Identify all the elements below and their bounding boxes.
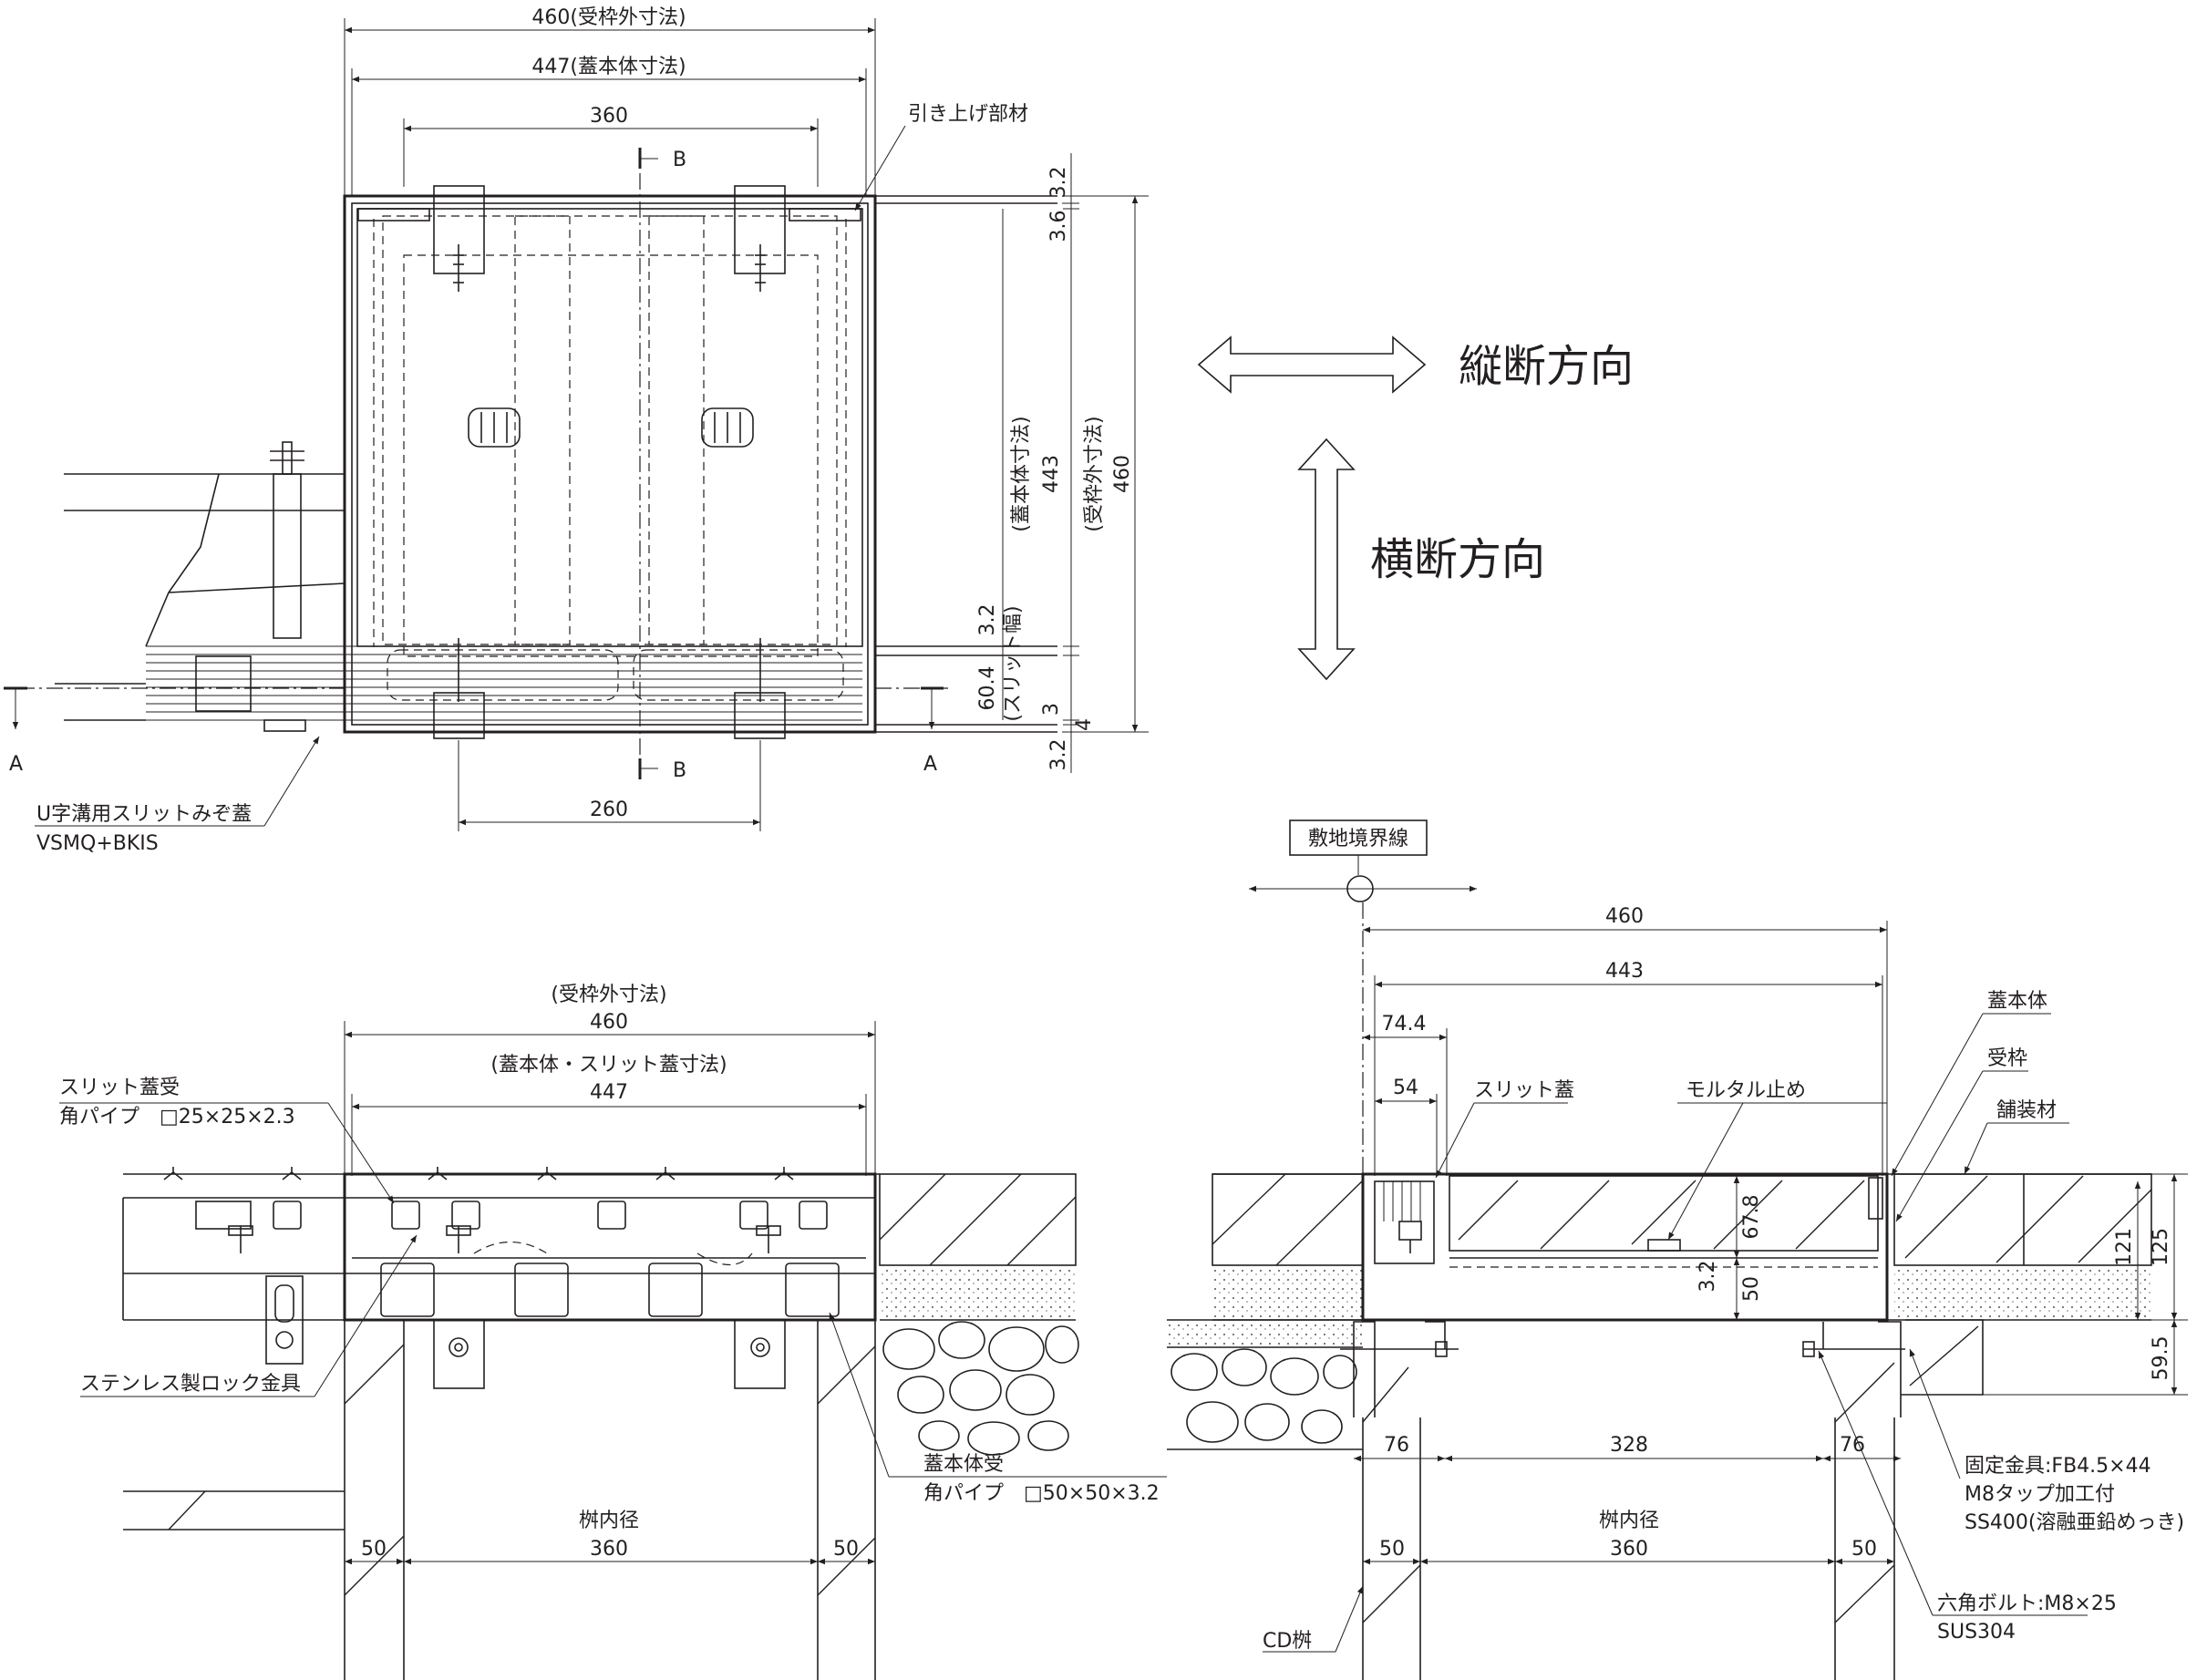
plan-dim-443-note: (蓋本体寸法) xyxy=(1010,416,1033,531)
cd-pit-label: CD桝 xyxy=(1263,1630,1312,1653)
right-dim-59-5: 59.5 xyxy=(2150,1336,2172,1381)
bolt-label-1: 六角ボルト:M8×25 xyxy=(1937,1592,2117,1615)
right-dim-125: 125 xyxy=(2150,1228,2172,1266)
body-support-label-2: 角パイプ □50×50×3.2 xyxy=(923,1482,1160,1505)
left-dim-460: 460 xyxy=(590,1011,628,1034)
right-dim-74-4: 74.4 xyxy=(1382,1013,1427,1036)
left-dim-447: 447 xyxy=(590,1081,628,1104)
handle-left xyxy=(468,407,521,448)
frame-outer-plan xyxy=(343,194,877,734)
plan-dim-60-4: 60.4 xyxy=(976,666,999,711)
cover-label-1: U字溝用スリットみぞ蓋 xyxy=(36,803,252,826)
gravel-stones-left xyxy=(882,1321,1079,1456)
plan-dim-3-2-mid: 3.2 xyxy=(976,604,999,636)
right-dim-3-2: 3.2 xyxy=(1697,1261,1719,1293)
boundary-label: 敷地境界線 xyxy=(1308,828,1408,850)
slit-cover-band xyxy=(146,638,862,739)
plan-dim-3-2-bottom: 3.2 xyxy=(1047,739,1070,771)
plan-dim-3: 3 xyxy=(1040,703,1063,716)
left-pit-label: 桝内径 xyxy=(579,1510,639,1532)
plan-dim-360: 360 xyxy=(590,105,628,128)
plan-dim-260: 260 xyxy=(590,799,628,821)
gravel-stones-right xyxy=(1171,1348,1357,1444)
section-a-left: A xyxy=(9,753,23,776)
left-dim-460-note: (受枠外寸法) xyxy=(551,984,666,1006)
longitudinal-label: 縦断方向 xyxy=(1459,341,1634,392)
mortar-label: モルタル止め xyxy=(1686,1079,1806,1102)
right-dim-67-8: 67.8 xyxy=(1740,1195,1763,1240)
left-dim-447-note: (蓋本体・スリット蓋寸法) xyxy=(490,1054,727,1077)
slit-support-label-1: スリット蓋受 xyxy=(59,1077,180,1099)
plan-dim-447: 447(蓋本体寸法) xyxy=(531,56,686,78)
section-b-top: B xyxy=(673,149,686,171)
right-dim-50-l: 50 xyxy=(1379,1538,1405,1561)
frame-label: 受枠 xyxy=(1987,1047,2027,1070)
paving-label: 舗装材 xyxy=(1996,1099,2057,1122)
right-dim-50-v: 50 xyxy=(1740,1276,1763,1302)
plan-dim-4: 4 xyxy=(1073,718,1096,731)
fixing-label-2: M8タップ加工付 xyxy=(1965,1483,2115,1506)
left-dim-360: 360 xyxy=(590,1538,628,1561)
right-dim-121: 121 xyxy=(2113,1228,2136,1266)
cover-body-label: 蓋本体 xyxy=(1987,990,2047,1013)
plan-dim-slit-note: (スリット幅) xyxy=(1002,605,1025,721)
right-dim-76-l: 76 xyxy=(1384,1434,1409,1457)
handle-right xyxy=(701,407,754,448)
plan-view: 460(受枠外寸法) 447(蓋本体寸法) 360 引き上げ部材 B B xyxy=(4,6,1149,855)
lock-label: ステンレス製ロック金具 xyxy=(80,1373,301,1396)
plan-dim-460: 460(受枠外寸法) xyxy=(531,6,686,29)
plan-dim-3-6: 3.6 xyxy=(1047,211,1070,242)
section-a-right: A xyxy=(923,753,937,776)
fixing-label-1: 固定金具:FB4.5×44 xyxy=(1965,1455,2151,1478)
hook-label: 引き上げ部材 xyxy=(908,103,1028,126)
left-dim-50-r: 50 xyxy=(833,1538,859,1561)
longitudinal-arrow-icon xyxy=(1197,335,1427,394)
right-dim-460: 460 xyxy=(1605,905,1644,928)
right-dim-54: 54 xyxy=(1393,1077,1418,1099)
right-dim-360: 360 xyxy=(1610,1538,1648,1561)
right-dim-50-r: 50 xyxy=(1851,1538,1877,1561)
bolt-label-2: SUS304 xyxy=(1937,1621,2016,1644)
direction-legend: 縦断方向 横断方向 xyxy=(1197,335,1634,681)
slit-support-label-2: 角パイプ □25×25×2.3 xyxy=(59,1106,295,1129)
right-dim-76-r: 76 xyxy=(1840,1434,1865,1457)
plan-dim-460-v: 460 xyxy=(1111,455,1134,493)
transverse-label: 横断方向 xyxy=(1370,534,1545,585)
section-left: (受枠外寸法) 460 (蓋本体・スリット蓋寸法) 447 xyxy=(59,984,1167,1680)
fixing-label-3: SS400(溶融亜鉛めっき) xyxy=(1965,1511,2184,1534)
right-dim-443: 443 xyxy=(1605,960,1644,983)
right-dim-328: 328 xyxy=(1610,1434,1648,1457)
cover-label-2: VSMQ+BKIS xyxy=(36,832,159,855)
plan-dim-460-v-note: (受枠外寸法) xyxy=(1083,416,1106,531)
slit-cover-label: スリット蓋 xyxy=(1474,1079,1574,1102)
left-dim-50-l: 50 xyxy=(361,1538,387,1561)
section-b-bottom: B xyxy=(673,759,686,782)
plan-dim-3-2-top: 3.2 xyxy=(1047,167,1070,199)
transverse-arrow-icon xyxy=(1297,438,1356,681)
body-support-label-1: 蓋本体受 xyxy=(923,1453,1004,1476)
plan-dim-443: 443 xyxy=(1040,455,1063,493)
right-pit-label: 桝内径 xyxy=(1599,1510,1659,1532)
section-right: 敷地境界線 460 443 74.4 54 スリット蓋 モルタル止め 蓋本体 受… xyxy=(1167,819,2188,1680)
